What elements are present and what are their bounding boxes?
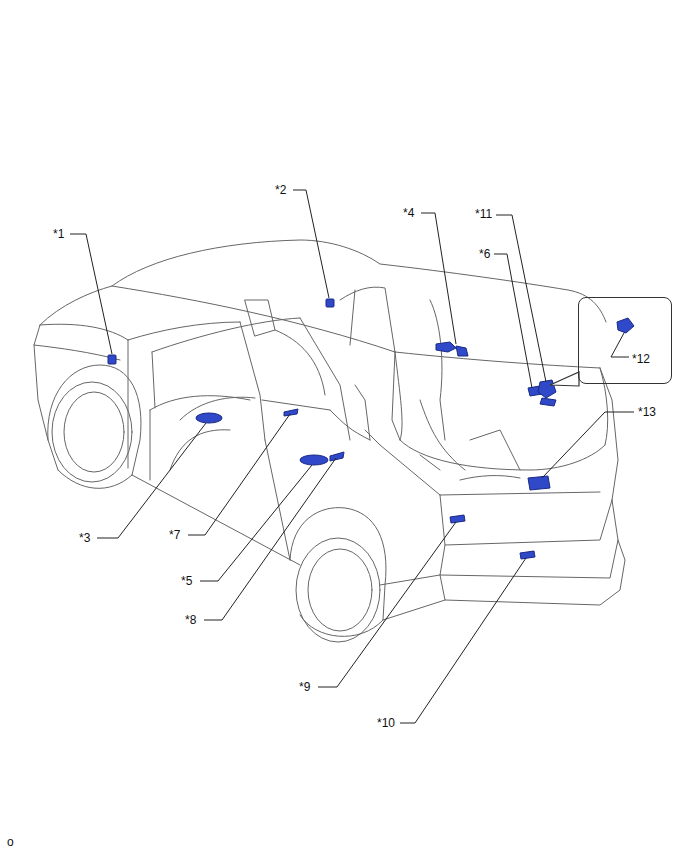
callout-number: *4 (402, 206, 415, 220)
callout-number: *5 (180, 574, 193, 588)
callout-number: *8 (184, 613, 197, 627)
callout-number: *3 (78, 531, 91, 545)
callout-number: *7 (168, 528, 181, 542)
callout-number: *2 (274, 183, 287, 197)
callout-number: *12 (631, 352, 651, 366)
detail-inset: *12 (578, 297, 672, 384)
callout-number: *9 (298, 680, 311, 694)
callout-number: *10 (376, 716, 396, 730)
callout-number: *6 (478, 247, 491, 261)
callout-number: *13 (637, 405, 657, 419)
figure-code: o (6, 835, 15, 849)
callout-number: *1 (52, 227, 65, 241)
callout-number: *11 (474, 207, 493, 221)
